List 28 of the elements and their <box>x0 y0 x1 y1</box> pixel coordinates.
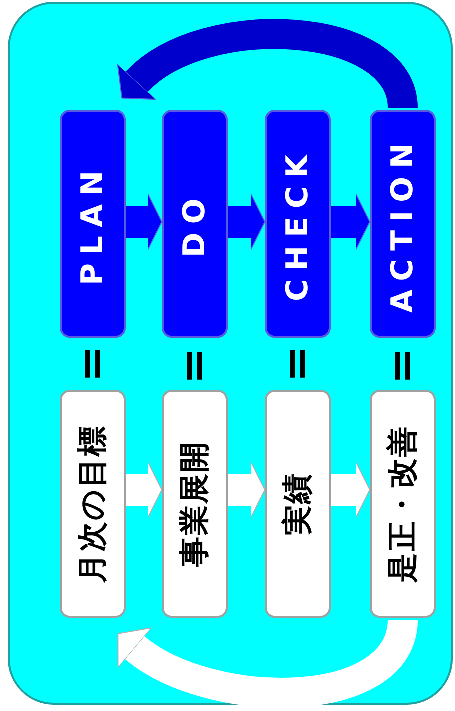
phase-label: DO <box>178 190 212 258</box>
arrow <box>228 462 266 518</box>
arrow <box>228 194 266 250</box>
phase-label: CHECK <box>280 146 316 302</box>
equals-sign: = <box>173 348 217 384</box>
phase-box <box>162 110 228 338</box>
step-box <box>162 390 228 618</box>
equals-sign: = <box>71 346 115 382</box>
equals-sign: = <box>276 346 320 382</box>
phase-box <box>265 110 331 338</box>
step-box <box>60 390 126 618</box>
step-label: 事業展開 <box>178 441 212 567</box>
step-label: 実績 <box>280 472 316 536</box>
step-box <box>370 390 436 618</box>
step-label: 是正・改善 <box>385 425 420 583</box>
step-label: 月次の目標 <box>76 424 110 584</box>
equals-sign: = <box>381 348 425 384</box>
phase-label: ACTION <box>386 135 420 313</box>
arrow <box>331 462 370 518</box>
curved-arrow <box>116 617 418 708</box>
step-box <box>265 390 331 618</box>
arrow <box>331 194 370 250</box>
phase-label: PLAN <box>76 162 110 286</box>
curved-arrow <box>120 19 418 111</box>
arrow <box>126 194 162 250</box>
phase-box <box>370 110 436 338</box>
phase-box <box>60 110 126 338</box>
arrow <box>126 462 162 518</box>
